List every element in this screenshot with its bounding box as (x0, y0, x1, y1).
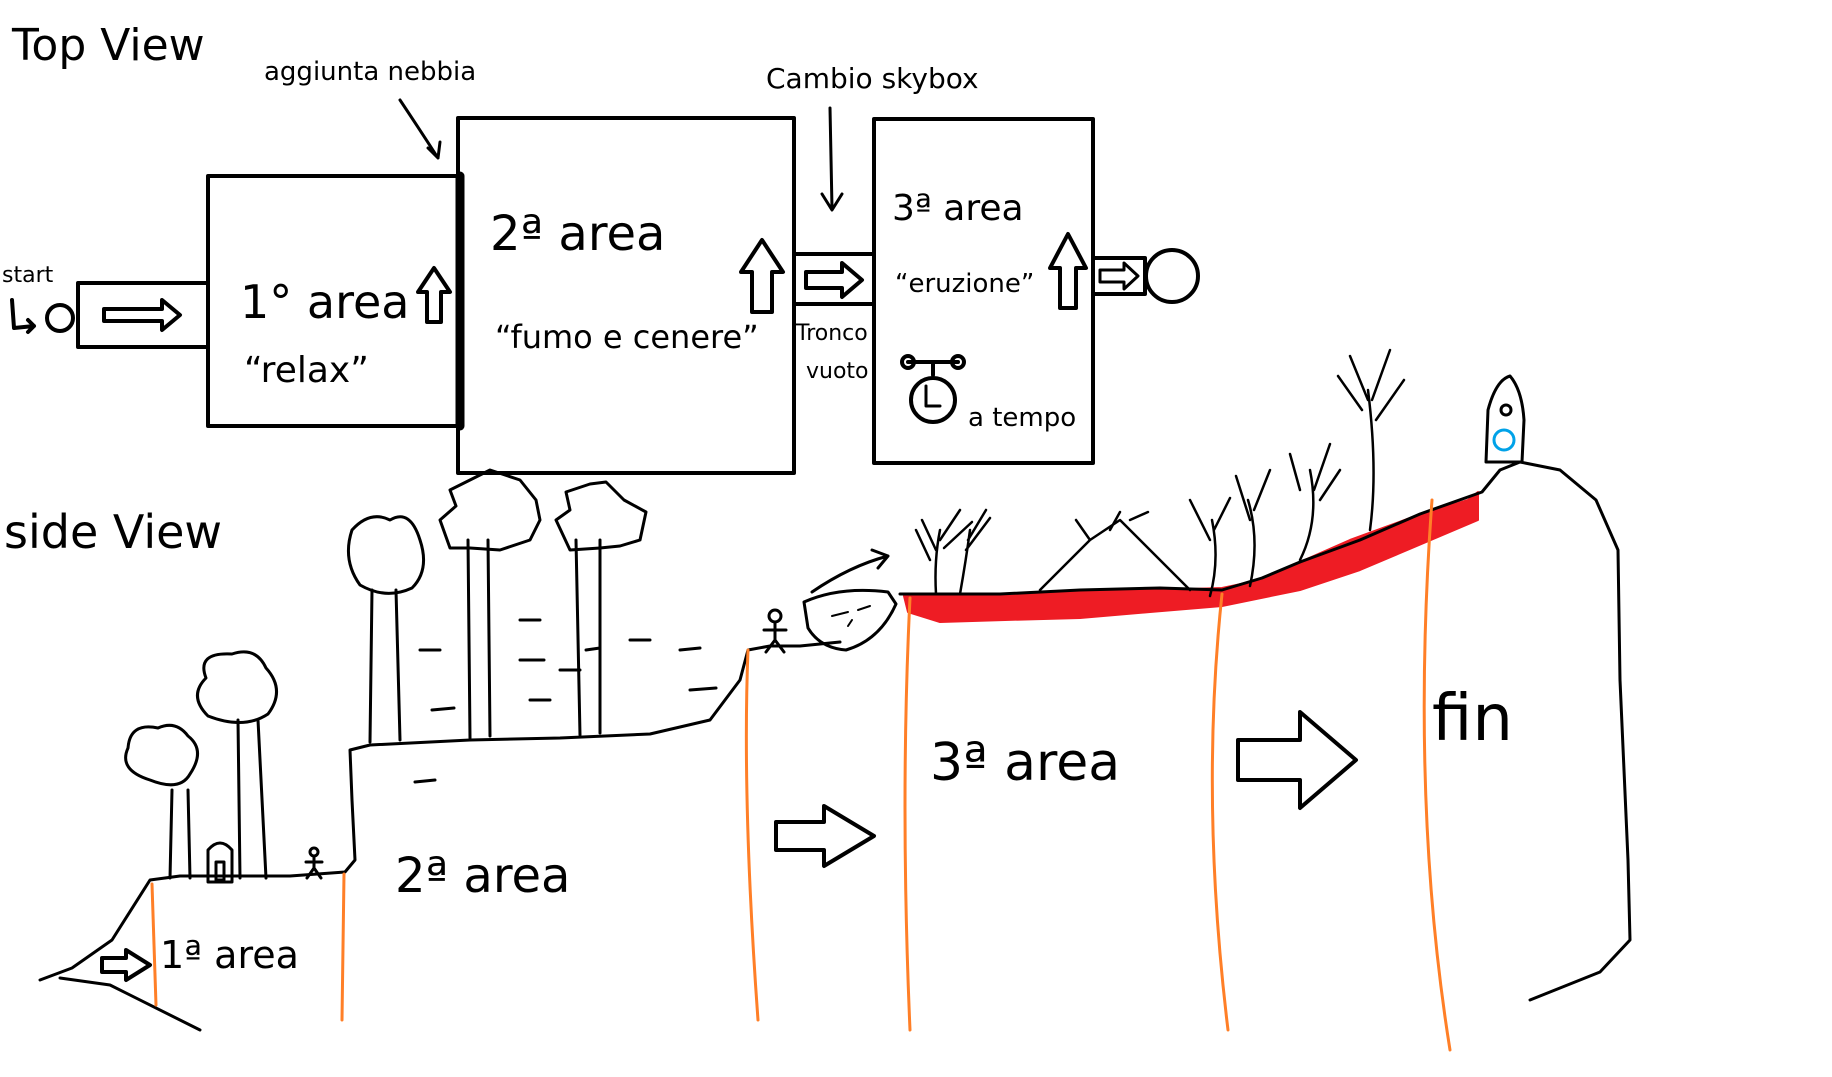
hollow-trunk-arrow (804, 261, 864, 299)
area3-name: 3ª area (892, 188, 1024, 229)
area-dividers (150, 498, 1452, 1052)
area2-side-label: 2ª area (395, 848, 570, 904)
end-label: fin (1432, 682, 1513, 756)
player-figure-2 (762, 608, 788, 654)
area2-trees (346, 468, 718, 784)
area2-up-arrow (739, 238, 785, 314)
exit-arrow (1098, 261, 1140, 291)
player-figure-1 (304, 846, 324, 880)
area1-subtitle: “relax” (244, 350, 369, 391)
lava-flow (903, 491, 1479, 623)
rocket-icon (1484, 374, 1526, 464)
top-view: Top View start 1° area “relax” aggiunta … (2, 20, 1200, 475)
terrain-base-left (58, 976, 202, 1032)
burning-trees (914, 348, 1406, 598)
area2-subtitle: “fumo e cenere” (495, 318, 759, 356)
entrance-arrow (102, 298, 182, 332)
start-hook-arrow (10, 298, 36, 334)
area1-up-arrow (416, 266, 452, 324)
area2-name: 2ª area (490, 206, 665, 262)
area1-entry-arrow (100, 948, 152, 982)
hollow-trunk-bridge (802, 548, 898, 652)
area1-name: 1° area (240, 275, 409, 329)
area3-up-arrow (1048, 232, 1088, 310)
house-icon (206, 841, 234, 884)
area2-box (456, 116, 796, 475)
fog-annotation: aggiunta nebbia (264, 57, 476, 87)
start-node (45, 303, 75, 333)
entrance-corridor (76, 281, 210, 349)
side-view: side View 1ª area (4, 348, 1632, 1052)
area2-progress-arrow (774, 804, 876, 868)
area3-side-label: 3ª area (930, 733, 1120, 793)
side-view-title: side View (4, 505, 222, 559)
top-view-title: Top View (11, 20, 205, 71)
area1-tree-large (196, 650, 278, 880)
skybox-pointer-arrow (820, 106, 844, 212)
end-node (1144, 248, 1200, 304)
skybox-annotation: Cambio skybox (766, 62, 979, 95)
hollow-trunk-label-1: Tronco (795, 321, 868, 346)
start-label: start (2, 263, 54, 288)
hollow-trunk-label-2: vuoto (806, 359, 869, 384)
area3-subtitle: “eruzione” (895, 269, 1034, 299)
timer-label: a tempo (968, 403, 1076, 433)
fog-pointer-arrow (398, 98, 442, 160)
area3-progress-arrow (1236, 710, 1358, 810)
timer-icon (900, 354, 966, 424)
area1-side-label: 1ª area (160, 933, 299, 977)
area1-tree-small (124, 723, 199, 880)
